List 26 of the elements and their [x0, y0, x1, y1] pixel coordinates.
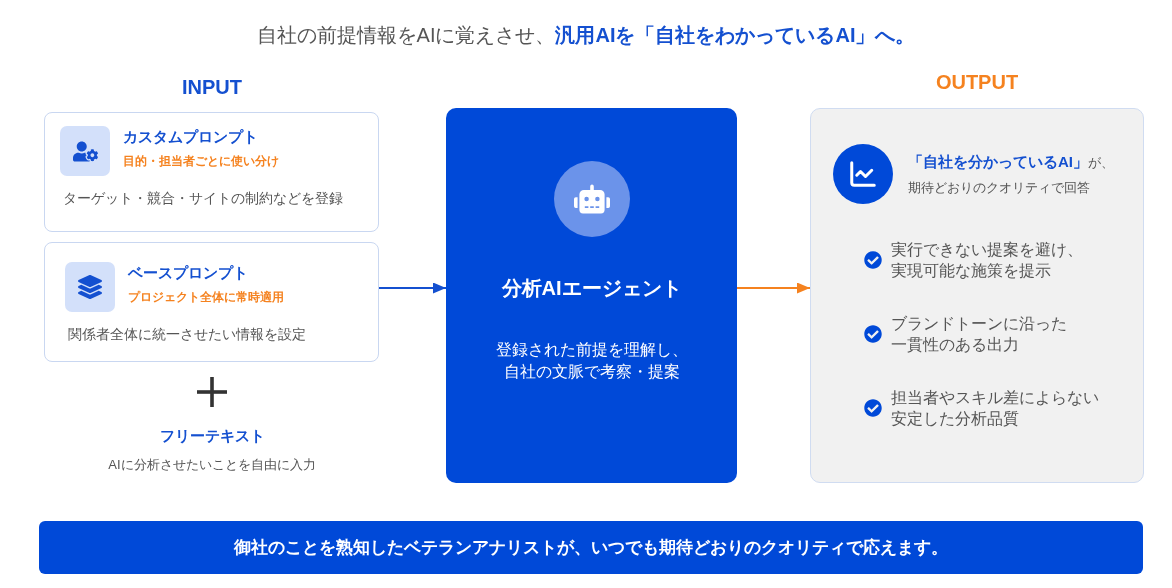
prompt-card: [44, 112, 379, 232]
card-description: 関係者全体に統一させたい情報を設定: [68, 325, 306, 343]
card-subtitle: プロジェクト全体に常時適用: [128, 289, 284, 306]
section-heading: OUTPUT: [935, 70, 1019, 95]
benefit-text: 担当者やスキル差によらない安定した分析品質: [891, 388, 1100, 429]
agent-description: 登録された前提を理解し、自社の文脈で考察・提案: [494, 340, 689, 382]
output-subheading: 期待どおりのクオリティで回答: [908, 179, 1090, 197]
benefit-text: ブランドトーンに沿った一貫性のある出力: [891, 314, 1068, 355]
output-panel: [810, 108, 1144, 483]
arrow: [736, 282, 811, 294]
card-subtitle: 目的・担当者ごとに使い分け: [123, 153, 279, 170]
section-heading: INPUT: [182, 75, 242, 100]
benefit-text: 実行できない提案を避け、実現可能な施策を提示: [891, 240, 1084, 281]
summary-banner: [39, 521, 1143, 574]
page-title: 自社の前提情報をAIに覚えさせ、汎用AIを「自社をわかっているAI」へ。: [256, 23, 916, 48]
free-text-title: フリーテキスト: [159, 426, 265, 446]
card-description: ターゲット・競合・サイトの制約などを登録: [63, 189, 343, 207]
card-title: カスタムプロンプト: [123, 127, 258, 147]
agent-panel: [446, 108, 737, 483]
card-title: ベースプロンプト: [128, 263, 248, 283]
banner-text: 御社のことを熟知したベテランアナリストが、いつでも期待どおりのクオリティで応えます。: [234, 536, 948, 559]
arrow: [378, 282, 447, 294]
agent-title: 分析AIエージェント: [501, 276, 682, 301]
output-heading: 「自社を分かっているAI」が、: [908, 152, 1114, 172]
prompt-card: [44, 242, 379, 362]
free-text-description: AIに分析させたいことを自由に入力: [108, 456, 316, 474]
